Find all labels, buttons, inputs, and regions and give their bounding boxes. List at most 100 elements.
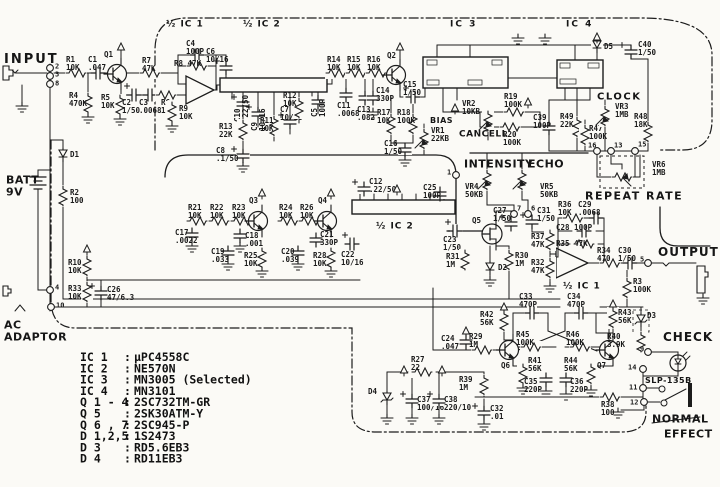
r38-symbol [599, 391, 621, 403]
r16-symbol [365, 67, 387, 79]
c33-symbol [524, 306, 540, 320]
c26-symbol [94, 285, 108, 301]
r43-symbol [607, 307, 619, 329]
section-label: IC 4 [566, 20, 593, 30]
r3-symbol [621, 277, 633, 299]
pin-number: 2 [55, 63, 59, 71]
vr3-symbol [595, 105, 611, 127]
pin-number: 12 [630, 399, 638, 407]
fixture-layer [2, 65, 709, 424]
pin-circle [644, 348, 652, 356]
switch-contact [658, 385, 666, 393]
component-label: R35 47K [556, 239, 588, 248]
component-D5: D5 [591, 38, 613, 54]
ac-adaptor-jack [2, 285, 12, 297]
ic-pad [559, 62, 571, 69]
r2-symbol [57, 185, 69, 207]
pin-11: 11 [629, 384, 647, 392]
r22-symbol [208, 215, 230, 227]
ground-icon [405, 413, 419, 425]
component-label: D2 [498, 263, 507, 272]
vr4-symbol [477, 169, 493, 191]
component-bat [29, 169, 47, 197]
c29-symbol [588, 211, 604, 225]
c32-symbol [477, 405, 491, 421]
r40-symbol [635, 331, 647, 353]
legend-row: IC 3:MN3005 (Selected) [80, 373, 252, 387]
plus-mark [278, 112, 284, 118]
pin-number: 6 [531, 205, 535, 213]
r21-symbol [186, 215, 208, 227]
pin-12: 12 [630, 398, 648, 407]
normal-effect-divider [651, 416, 701, 424]
r11-symbol [268, 115, 280, 137]
wire [486, 189, 515, 212]
r33-symbol [81, 281, 93, 303]
r46-symbol [569, 341, 591, 353]
ic-pad [559, 78, 577, 85]
component-C18: C18.001 [233, 228, 264, 248]
legend-part-number: MN3101 [134, 384, 176, 398]
section-label: BATT [6, 173, 39, 186]
ground-icon [538, 33, 552, 45]
shield-boundary-top [154, 17, 713, 151]
pin-1: 1 [447, 169, 460, 179]
ground-icon [165, 121, 179, 133]
ground-icon [611, 407, 625, 419]
r45-symbol [520, 341, 542, 353]
q7-symbol [595, 333, 620, 367]
pin-13: 13 [607, 142, 622, 155]
component-label: R8 47K [174, 59, 202, 68]
section-label: ½ IC 1 [563, 281, 601, 292]
component-label: D1 [70, 150, 80, 159]
legend-part-number: RD5.6EB3 [134, 440, 189, 454]
r7-symbol [139, 67, 161, 79]
component-label: Q2 [387, 51, 396, 60]
c18-symbol [233, 228, 247, 244]
wire [610, 154, 623, 170]
wire [650, 262, 697, 267]
r5-symbol [114, 94, 126, 116]
pin-number: 14 [628, 364, 636, 372]
ground-icon [559, 389, 573, 401]
wire [399, 90, 404, 98]
ground-icon [291, 259, 305, 271]
